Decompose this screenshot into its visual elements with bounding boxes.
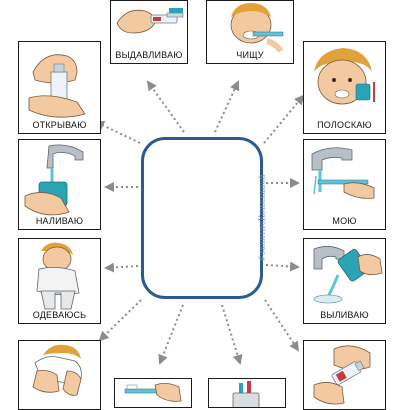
card-pour[interactable]: НАЛИВАЮ [18, 139, 101, 230]
card-wash[interactable]: МОЮ [303, 139, 386, 230]
card-brush[interactable]: ЧИЩУ [206, 0, 294, 64]
pour-out-icon [313, 246, 383, 304]
watermark-text: #занятиеКоняхиной [257, 174, 267, 262]
rinse-mouth-icon [314, 48, 375, 105]
card-open[interactable]: ОТКРЫВАЮ [18, 41, 101, 134]
card-label: ВЫЛИВАЮ [320, 310, 369, 320]
brush-cup-icon [232, 381, 260, 407]
card-label: ВЫДАВЛИВАЮ [115, 50, 183, 60]
fill-cup-icon [24, 144, 84, 216]
toothbrush-icon [124, 383, 182, 402]
center-frame [141, 137, 263, 299]
arrow-to-rinse [263, 94, 305, 144]
card-label: ЧИЩУ [236, 50, 264, 60]
arrow-layer [94, 80, 305, 365]
card-label: НАЛИВАЮ [35, 216, 84, 226]
arrow-to-open [94, 120, 141, 144]
card-label: ОДЕВАЮСЬ [32, 310, 87, 320]
arrow-to-empty [265, 261, 300, 272]
open-tube-icon [28, 54, 86, 118]
card-empty[interactable]: ВЫЛИВАЮ [303, 238, 386, 324]
towel-face-icon [32, 344, 82, 396]
card-rinse[interactable]: ПОЛОСКАЮ [303, 41, 386, 134]
brushing-teeth-icon [230, 3, 284, 53]
card-label: МОЮ [332, 216, 357, 226]
wash-brush-icon [311, 147, 375, 199]
arrow-to-towel [98, 299, 142, 342]
arrow-to-brush [214, 80, 240, 133]
card-bottom2[interactable] [208, 378, 286, 408]
card-dress[interactable]: ОДЕВАЮСЬ [18, 238, 101, 324]
arrow-to-dress [104, 262, 139, 273]
arrow-to-bottom2 [221, 304, 243, 365]
card-label: ОТКРЫВАЮ [32, 120, 87, 130]
card-label: ПОЛОСКАЮ [317, 120, 372, 130]
arrow-to-cap [264, 299, 300, 352]
card-squeeze[interactable]: ВЫДАВЛИВАЮ [110, 0, 188, 64]
arrow-to-bottom1 [158, 304, 184, 365]
arrow-to-squeeze [146, 80, 185, 133]
dressing-icon [36, 242, 80, 310]
card-bottom1[interactable] [114, 378, 192, 408]
toothpaste-squeeze-icon [116, 8, 184, 34]
